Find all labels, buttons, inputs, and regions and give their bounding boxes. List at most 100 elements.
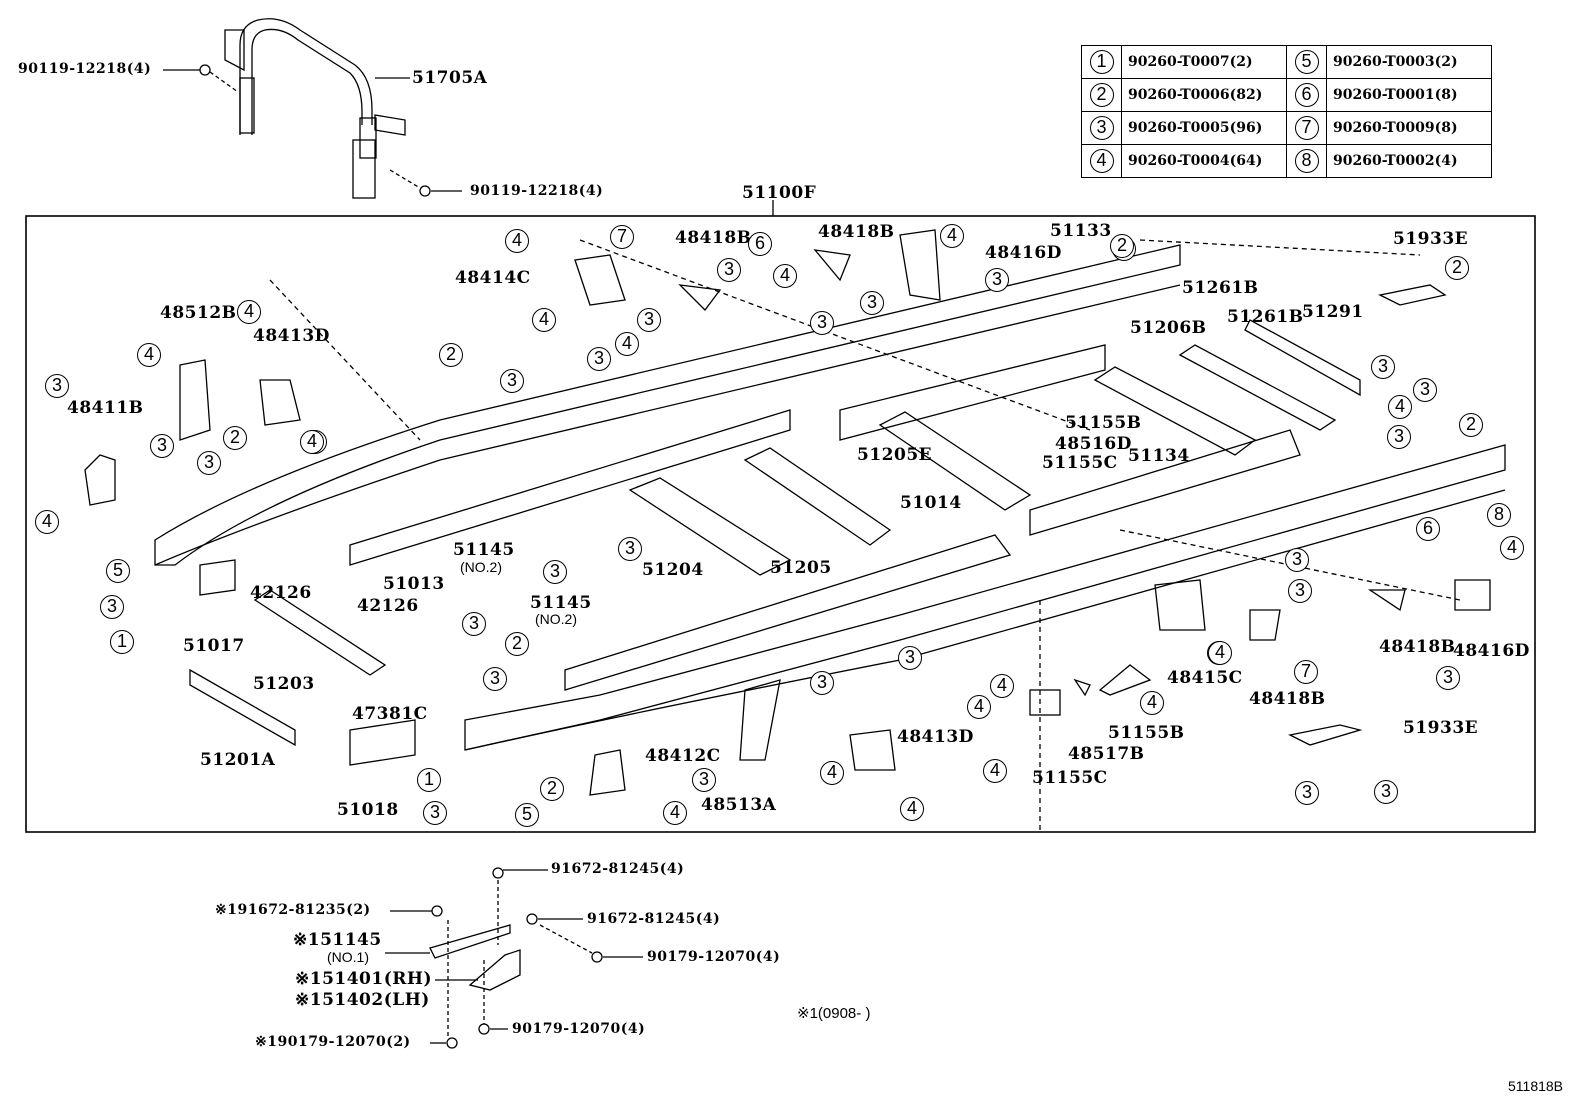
legend-part-number[interactable]: 90260-T0004(64)	[1121, 144, 1287, 178]
fastener-callout[interactable]: 4	[990, 674, 1014, 698]
part-label[interactable]: 51261B	[1182, 278, 1259, 298]
part-label-151401-rh[interactable]: ※151401(RH)	[295, 969, 432, 989]
part-label[interactable]: 51018	[337, 800, 399, 820]
fastener-callout[interactable]: 3	[810, 671, 834, 695]
part-label[interactable]: 51155C	[1042, 453, 1118, 473]
part-label[interactable]: 48512B	[160, 303, 237, 323]
fastener-callout[interactable]: 4	[237, 300, 261, 324]
fastener-callout[interactable]: 4	[1500, 536, 1524, 560]
part-label[interactable]: 51134	[1128, 446, 1190, 466]
part-label[interactable]: 51155C	[1032, 768, 1108, 788]
fastener-callout[interactable]: 4	[532, 308, 556, 332]
fastener-callout[interactable]: 4	[663, 801, 687, 825]
fastener-callout[interactable]: 3	[197, 451, 221, 475]
part-label[interactable]: 51933E	[1393, 229, 1469, 249]
fastener-callout[interactable]: 4	[35, 510, 59, 534]
fastener-callout[interactable]: 4	[983, 759, 1007, 783]
part-label-90179-12070-bottom[interactable]: 90179-12070(4)	[512, 1021, 646, 1037]
fastener-callout[interactable]: 2	[439, 343, 463, 367]
part-label[interactable]: 51201A	[200, 750, 276, 770]
fastener-callout[interactable]: 3	[985, 268, 1009, 292]
fastener-callout[interactable]: 4	[615, 332, 639, 356]
fastener-callout[interactable]: 3	[1436, 666, 1460, 690]
fastener-callout[interactable]: 3	[1295, 781, 1319, 805]
part-label[interactable]: 51205E	[857, 445, 933, 465]
fastener-callout[interactable]: 3	[100, 595, 124, 619]
part-label[interactable]: 48412C	[645, 746, 721, 766]
part-label[interactable]: 48414C	[455, 268, 531, 288]
fastener-callout[interactable]: 6	[1416, 517, 1440, 541]
part-label[interactable]: 51261B	[1227, 307, 1304, 327]
part-label[interactable]: 48418B	[1379, 637, 1456, 657]
fastener-callout[interactable]: 5	[515, 803, 539, 827]
fastener-callout[interactable]: 3	[1371, 355, 1395, 379]
part-label[interactable]: 48415C	[1167, 668, 1243, 688]
fastener-callout[interactable]: 3	[860, 291, 884, 315]
fastener-callout[interactable]: 4	[1140, 691, 1164, 715]
part-label-151402-lh[interactable]: ※151402(LH)	[295, 990, 430, 1010]
part-label[interactable]: 51014	[900, 493, 962, 513]
fastener-callout[interactable]: 4	[900, 797, 924, 821]
part-label[interactable]: 51291	[1302, 302, 1364, 322]
part-label[interactable]: 51206B	[1130, 318, 1207, 338]
legend-part-number[interactable]: 90260-T0007(2)	[1121, 45, 1287, 79]
part-label[interactable]: 48418B	[818, 222, 895, 242]
part-label[interactable]: 51145	[453, 540, 515, 560]
fastener-callout[interactable]: 4	[137, 343, 161, 367]
part-label-91672-81235-star[interactable]: ※191672-81235(2)	[215, 902, 371, 918]
part-label[interactable]: 51155B	[1065, 413, 1142, 433]
fastener-callout[interactable]: 3	[1413, 378, 1437, 402]
part-label-90179-12070-side[interactable]: 90179-12070(4)	[647, 949, 781, 965]
part-label[interactable]: 51017	[183, 636, 245, 656]
fastener-callout[interactable]: 3	[483, 667, 507, 691]
part-label[interactable]: 48517B	[1068, 744, 1145, 764]
fastener-callout[interactable]: 3	[543, 560, 567, 584]
fastener-callout[interactable]: 3	[810, 311, 834, 335]
legend-part-number[interactable]: 90260-T0003(2)	[1326, 45, 1492, 79]
legend-part-number[interactable]: 90260-T0001(8)	[1326, 78, 1492, 112]
fastener-callout[interactable]: 1	[110, 630, 134, 654]
fastener-callout[interactable]: 5	[106, 559, 130, 583]
part-label[interactable]: 47381C	[352, 704, 428, 724]
fastener-callout[interactable]: 3	[587, 347, 611, 371]
fastener-callout[interactable]: 2	[1445, 256, 1469, 280]
part-label-91672-81245-side[interactable]: 91672-81245(4)	[587, 911, 721, 927]
fastener-callout[interactable]: 4	[300, 430, 324, 454]
fastener-callout[interactable]: 3	[423, 801, 447, 825]
fastener-callout[interactable]: 3	[1288, 579, 1312, 603]
part-label[interactable]: 48516D	[1055, 434, 1132, 454]
part-label[interactable]: 42126	[250, 583, 312, 603]
fastener-callout[interactable]: 3	[1285, 548, 1309, 572]
fastener-callout[interactable]: 4	[967, 695, 991, 719]
fastener-callout[interactable]: 4	[773, 264, 797, 288]
fastener-callout[interactable]: 2	[223, 426, 247, 450]
fastener-callout[interactable]: 3	[637, 308, 661, 332]
fastener-callout[interactable]: 3	[462, 612, 486, 636]
part-label[interactable]: 51203	[253, 674, 315, 694]
part-label[interactable]: 51933E	[1403, 718, 1479, 738]
fastener-callout[interactable]: 2	[1459, 413, 1483, 437]
fastener-callout[interactable]: 1	[417, 768, 441, 792]
fastener-callout[interactable]: 3	[618, 537, 642, 561]
fastener-callout[interactable]: 3	[45, 374, 69, 398]
legend-part-number[interactable]: 90260-T0005(96)	[1121, 111, 1287, 145]
part-label-90119-12218-left[interactable]: 90119-12218(4)	[18, 61, 152, 77]
part-label[interactable]: 48411B	[67, 398, 144, 418]
part-label[interactable]: 48413D	[253, 326, 330, 346]
part-label[interactable]: 48416D	[1453, 641, 1530, 661]
fastener-callout[interactable]: 6	[748, 232, 772, 256]
assembly-label-51100F[interactable]: 51100F	[742, 183, 817, 203]
part-label[interactable]: 48416D	[985, 243, 1062, 263]
part-label-151145[interactable]: ※151145	[293, 930, 382, 950]
fastener-callout[interactable]: 3	[898, 646, 922, 670]
part-label[interactable]: 51155B	[1108, 723, 1185, 743]
fastener-callout[interactable]: 4	[940, 224, 964, 248]
fastener-callout[interactable]: 2	[540, 777, 564, 801]
part-label[interactable]: 48413D	[897, 727, 974, 747]
part-label[interactable]: 42126	[357, 596, 419, 616]
fastener-callout[interactable]: 3	[692, 768, 716, 792]
part-label[interactable]: 51205	[770, 558, 832, 578]
part-label[interactable]: 51013	[383, 574, 445, 594]
fastener-callout[interactable]: 2	[1110, 234, 1134, 258]
fastener-callout[interactable]: 3	[150, 434, 174, 458]
